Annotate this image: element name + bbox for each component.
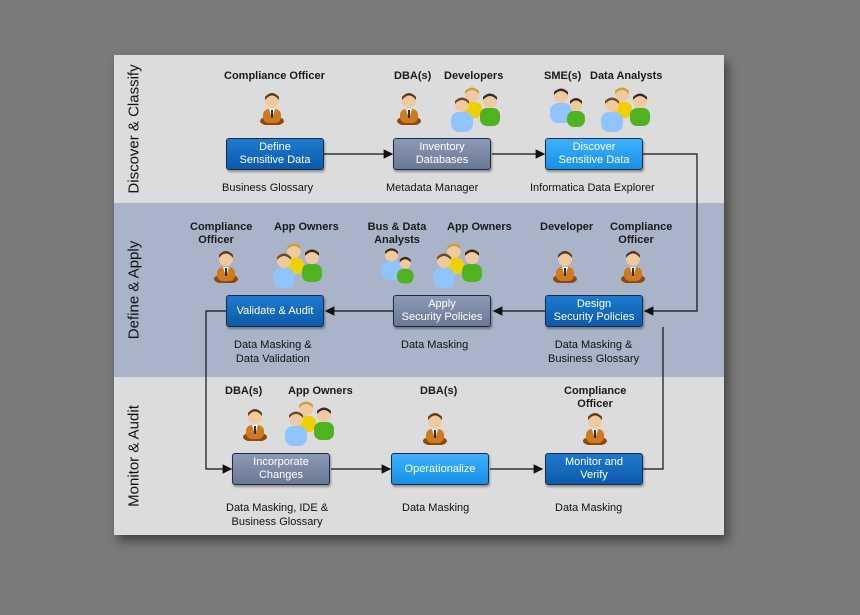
person-icon bbox=[423, 413, 447, 445]
person-icon bbox=[214, 251, 238, 283]
role-dbas: DBA(s) bbox=[394, 70, 432, 82]
person-icon bbox=[397, 93, 421, 125]
group-people-icon bbox=[381, 248, 414, 284]
tool-caption: Informatica Data Explorer bbox=[530, 182, 655, 194]
group-people-icon bbox=[285, 401, 334, 446]
band-discover-classify: Discover & Classify bbox=[114, 55, 724, 203]
role-developers: Developers bbox=[444, 70, 504, 82]
role-app-owners: App Owners bbox=[288, 385, 353, 397]
person-icon bbox=[621, 251, 645, 283]
step-validate-audit[interactable]: Validate & Audit bbox=[226, 295, 324, 327]
role-compliance-officer: Compliance Officer bbox=[224, 70, 325, 82]
process-diagram: Discover & Classify Define & Apply Monit… bbox=[114, 55, 724, 535]
group-people-icon bbox=[433, 243, 482, 288]
tool-caption: Data Masking, IDE &Business Glossary bbox=[226, 502, 329, 528]
group-people-icon bbox=[550, 88, 585, 127]
role-app-owners: App Owners bbox=[274, 221, 339, 233]
role-dbas: DBA(s) bbox=[225, 385, 263, 397]
tool-caption: Metadata Manager bbox=[386, 182, 479, 194]
tool-caption: Data Masking &Data Validation bbox=[234, 339, 312, 365]
tool-caption: Data Masking bbox=[401, 339, 469, 351]
group-people-icon bbox=[451, 87, 500, 132]
person-icon bbox=[583, 413, 607, 445]
group-people-icon bbox=[601, 87, 650, 132]
tool-caption: Data Masking bbox=[402, 502, 470, 514]
tool-caption: Data Masking bbox=[555, 502, 623, 514]
role-smes: SME(s) bbox=[544, 70, 582, 82]
role-developer: Developer bbox=[540, 221, 594, 233]
person-icon bbox=[243, 409, 267, 441]
person-icon bbox=[260, 93, 284, 125]
group-people-icon bbox=[273, 243, 322, 288]
role-app-owners: App Owners bbox=[447, 221, 512, 233]
step-operationalize[interactable]: Operationalize bbox=[391, 453, 489, 485]
person-icon bbox=[553, 251, 577, 283]
tool-caption: Business Glossary bbox=[222, 182, 314, 194]
role-dbas: DBA(s) bbox=[420, 385, 458, 397]
tool-caption: Data Masking &Business Glossary bbox=[548, 339, 640, 365]
band-label-define: Define & Apply bbox=[125, 240, 143, 340]
role-data-analysts: Data Analysts bbox=[590, 70, 663, 82]
band-label-monitor: Monitor & Audit bbox=[125, 405, 143, 507]
band-label-discover: Discover & Classify bbox=[125, 64, 143, 194]
